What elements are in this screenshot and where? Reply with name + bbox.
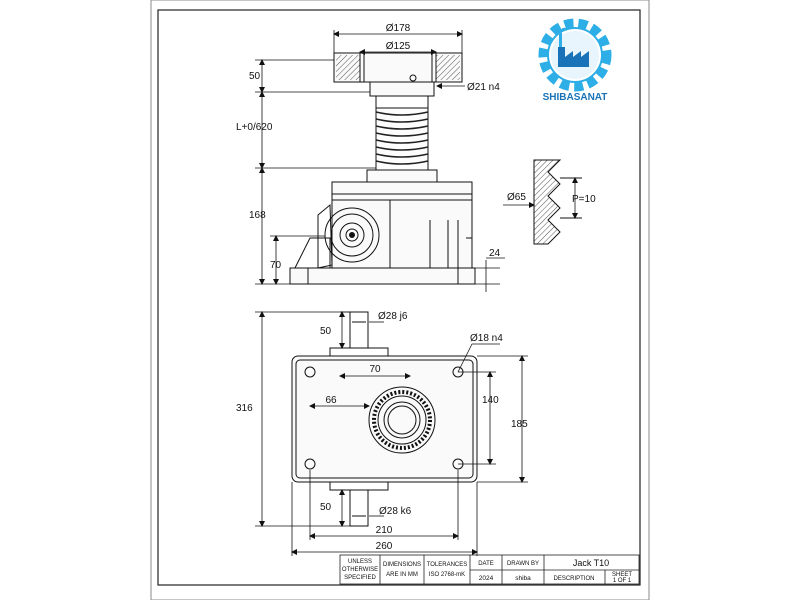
dim-overall-length: 316 [236,403,253,414]
dim-travel: L+0/620 [236,122,273,133]
dim-thread-dia: Ø65 [507,192,526,203]
tb-date-label: DATE [478,561,494,567]
dim-flange-height: 50 [249,71,261,82]
title-block: UNLESS OTHERWISE SPECIFIED DIMENSIONS AR… [339,554,640,585]
tb-title: Jack T10 [573,558,609,568]
tb-unless-2: OTHERWISE [342,567,378,573]
dim-shaft-top-len: 50 [320,326,332,337]
tb-sheet-1: SHEET [612,572,632,578]
dim-shaft-bottom-dia: Ø28 k6 [379,506,412,517]
tb-sheet-2: 1 OF 1 [613,578,632,584]
dim-flange-inner: Ø125 [386,41,411,52]
dim-hole-dia: Ø18 n4 [470,333,503,344]
dim-hole-spacing: 70 [369,364,381,375]
tb-desc-label: DESCRIPTION [553,576,594,582]
dim-flange-outer: Ø178 [386,23,411,34]
dim-base-height: 70 [270,260,282,271]
dim-width-outer: 260 [376,541,393,552]
tb-dims-2: ARE IN MM [386,572,418,578]
dim-shaft-top-dia: Ø28 j6 [378,311,408,322]
tb-tol-label: TOLERANCES [427,562,468,568]
tb-dims-1: DIMENSIONS [383,562,421,568]
tb-unless-3: SPECIFIED [344,575,376,581]
tb-unless-1: UNLESS [348,559,372,565]
outer-border [150,0,650,600]
dim-body-height: 168 [249,210,266,221]
tb-date-value: 2024 [479,575,494,582]
company-logo: SHIBASANAT [538,18,612,103]
tb-drawn-value: shiba [515,575,531,582]
dim-thread-pitch: P=10 [572,194,596,205]
inner-border [157,9,641,586]
tb-drawn-label: DRAWN BY [507,561,539,567]
tb-tol-value: ISO 2768-mK [429,572,465,578]
dim-width-inner: 210 [376,525,393,536]
thread-profile-detail [533,159,582,245]
dim-center-offset: 66 [325,395,337,406]
dim-outer-height: 185 [511,419,528,430]
dim-shaft-tip: Ø21 n4 [467,82,500,93]
dim-shaft-bottom-len: 50 [320,502,332,513]
brand-name: SHIBASANAT [543,92,608,103]
dim-base-plate: 24 [489,248,501,259]
dim-inner-height: 140 [482,395,499,406]
